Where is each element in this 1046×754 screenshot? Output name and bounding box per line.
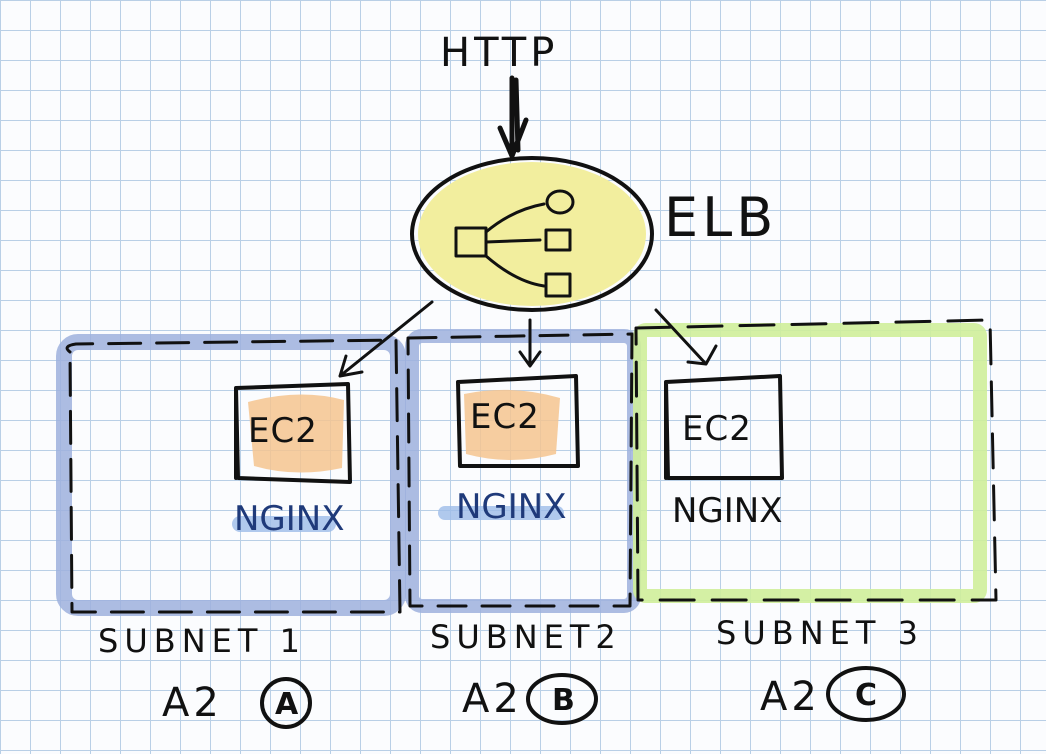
elb-to-ec2-1-arrow — [338, 300, 434, 378]
ec2-instance-1: EC2 NGINX — [232, 382, 352, 539]
http-arrow — [497, 75, 529, 159]
ec2-instance-3: EC2 NGINX — [664, 374, 784, 531]
elb-node — [410, 156, 654, 312]
az-c-badge — [826, 666, 906, 722]
nginx-1-highlight — [232, 516, 336, 532]
ec2-2-label: EC2 — [470, 397, 540, 437]
subnet-1-label: SUBNET 1 — [98, 622, 306, 660]
nginx-3-label: NGINX — [672, 491, 783, 531]
http-label: HTTP — [440, 30, 558, 76]
az-a-letter: A — [275, 687, 299, 722]
elb-fill — [418, 162, 646, 306]
subnet-1-outline — [65, 338, 402, 614]
subnet-3-highlight — [633, 323, 987, 603]
elb-label: ELB — [664, 186, 777, 249]
subnet-3-label: SUBNET 3 — [716, 614, 924, 652]
subnet-2-outline — [406, 332, 634, 608]
az-c-letter: C — [855, 678, 877, 713]
subnet-3-outline — [634, 318, 998, 602]
ec2-2-box — [456, 374, 580, 468]
ec2-3-label: EC2 — [682, 409, 752, 449]
ec2-1-label: EC2 — [248, 411, 318, 451]
az-b-letter: B — [552, 683, 575, 718]
ec2-2-fill — [464, 389, 560, 460]
elb-to-ec2-3-arrow — [654, 308, 718, 366]
ec2-1-fill — [248, 394, 344, 473]
ec2-1-box — [234, 382, 352, 484]
subnet-2-label: SUBNET2 — [430, 618, 622, 656]
nginx-2-highlight — [438, 506, 564, 520]
load-balancer-icon — [454, 189, 575, 298]
nginx-1-label: NGINX — [234, 499, 345, 539]
subnet-2-highlight — [405, 329, 641, 613]
elb-outline — [410, 156, 654, 312]
svg-text:A2: A2 — [760, 674, 821, 720]
az-a-label: A2 A — [162, 677, 312, 729]
svg-text:A2: A2 — [462, 676, 523, 722]
az-c-label: A2 C — [760, 666, 906, 722]
svg-text:A2: A2 — [162, 680, 223, 726]
ec2-3-box — [664, 374, 784, 480]
az-a-badge — [260, 677, 312, 729]
nginx-2-label: NGINX — [456, 487, 567, 527]
az-b-label: A2 B — [462, 673, 598, 725]
elb-to-ec2-2-arrow — [518, 318, 542, 368]
az-b-badge — [526, 673, 598, 725]
ec2-instance-2: EC2 NGINX — [438, 374, 580, 527]
